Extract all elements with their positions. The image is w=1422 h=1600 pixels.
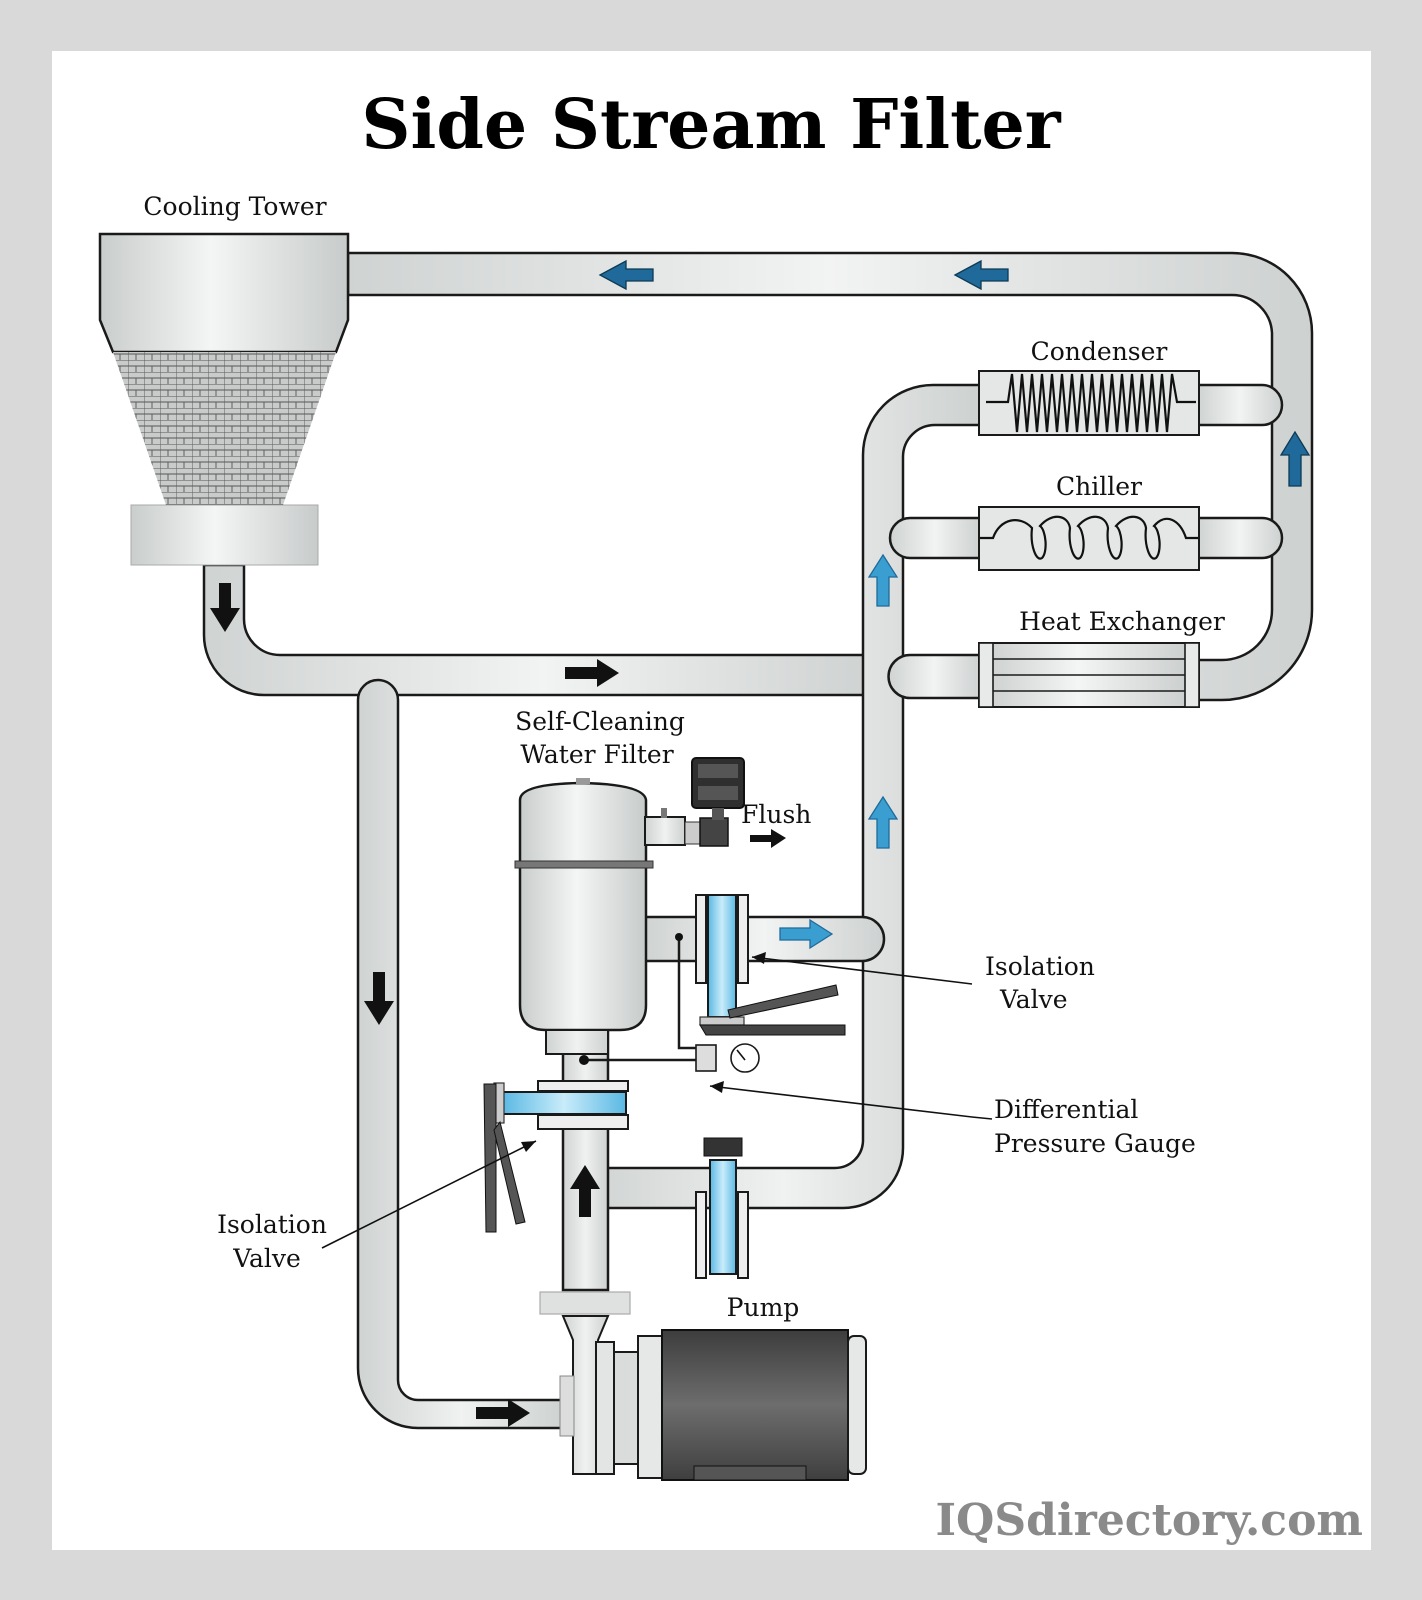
condenser-label: Condenser bbox=[1031, 337, 1168, 366]
isolation-valve-right-label-1: Isolation bbox=[985, 952, 1095, 981]
differential-pressure-gauge[interactable] bbox=[579, 933, 760, 1073]
arrow-left-icon bbox=[598, 259, 654, 291]
leader-line bbox=[709, 1085, 993, 1120]
diagram-title: Side Stream Filter bbox=[361, 85, 1061, 165]
chiller-outlet-pipe bbox=[1196, 516, 1284, 560]
bypass-valve[interactable] bbox=[695, 1137, 749, 1279]
flush-label: Flush bbox=[741, 800, 811, 829]
condenser-outlet-pipe bbox=[1196, 383, 1284, 427]
arrowhead-icon bbox=[710, 1081, 724, 1093]
watermark-logo: IQSdirectory.com bbox=[935, 1495, 1363, 1546]
chiller: Chiller bbox=[978, 472, 1200, 571]
leader-line bbox=[321, 1140, 537, 1249]
filter-label-line2: Water Filter bbox=[520, 740, 673, 769]
arrow-down-icon bbox=[210, 583, 240, 632]
gauge-dial-icon bbox=[730, 1043, 760, 1073]
arrow-right-icon bbox=[476, 1399, 530, 1427]
bypass-pipe bbox=[356, 678, 567, 1430]
cooling-tower: Cooling Tower bbox=[98, 192, 350, 566]
heat-exchanger: Heat Exchanger bbox=[978, 607, 1225, 708]
arrow-right-icon bbox=[779, 918, 834, 950]
arrow-up-icon bbox=[867, 795, 899, 849]
arrow-left-icon bbox=[953, 259, 1009, 291]
dp-gauge-label-1: Differential bbox=[994, 1095, 1138, 1124]
arrow-right-icon bbox=[565, 659, 619, 687]
flush-valve[interactable]: Flush bbox=[644, 757, 811, 847]
isolation-valve-right-label-2: Valve bbox=[999, 985, 1068, 1014]
chiller-label: Chiller bbox=[1056, 472, 1142, 501]
filter-label-line1: Self-Cleaning bbox=[515, 707, 685, 736]
chiller-inlet-pipe bbox=[888, 516, 982, 560]
condenser: Condenser bbox=[978, 337, 1200, 436]
isolation-valve-outlet[interactable] bbox=[695, 894, 846, 1036]
arrow-up-icon bbox=[1279, 430, 1311, 487]
arrow-up-icon bbox=[867, 553, 899, 607]
leader-line bbox=[751, 956, 973, 985]
hx-inlet-pipe bbox=[887, 653, 982, 700]
arrow-down-icon bbox=[364, 972, 394, 1025]
supply-line-pipe bbox=[202, 563, 884, 697]
isolation-valve-inlet[interactable] bbox=[483, 1080, 629, 1233]
return-line-pipe bbox=[346, 251, 1314, 702]
arrow-right-icon bbox=[750, 829, 786, 848]
arrow-up-icon bbox=[570, 1165, 600, 1217]
pump-label: Pump bbox=[727, 1293, 800, 1322]
cooling-tower-label: Cooling Tower bbox=[143, 192, 326, 221]
arrowhead-icon bbox=[752, 952, 766, 964]
isolation-valve-left-label-2: Valve bbox=[232, 1244, 301, 1273]
arrowhead-icon bbox=[521, 1141, 536, 1152]
self-cleaning-water-filter: Self-Cleaning Water Filter bbox=[514, 707, 685, 1055]
heat-exchanger-label: Heat Exchanger bbox=[1019, 607, 1225, 636]
callouts: Isolation Valve Differential Pressure Ga… bbox=[217, 952, 1196, 1273]
dp-gauge-label-2: Pressure Gauge bbox=[994, 1129, 1196, 1158]
flow-arrows bbox=[210, 259, 1311, 1427]
pump[interactable]: Pump bbox=[539, 1291, 867, 1481]
isolation-valve-left-label-1: Isolation bbox=[217, 1210, 327, 1239]
